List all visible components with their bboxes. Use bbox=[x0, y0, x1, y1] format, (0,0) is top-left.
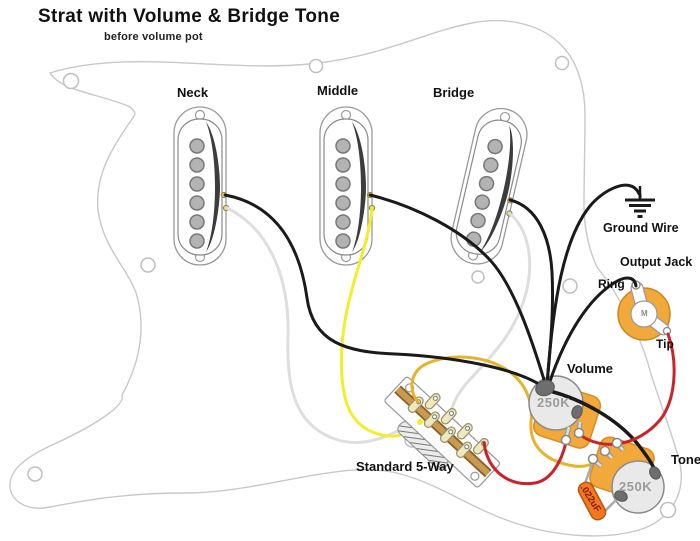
switch-mount-hole bbox=[470, 471, 480, 481]
volume-pot-value: 250K bbox=[537, 395, 571, 410]
volume-to-tip-wire bbox=[577, 332, 676, 446]
capacitor-body bbox=[577, 481, 607, 521]
switch-wafer bbox=[394, 386, 491, 477]
volume-case-lug-blob bbox=[571, 405, 583, 419]
five-way-switch bbox=[384, 376, 500, 488]
output-jack bbox=[617, 280, 672, 341]
jack-center-marking: M bbox=[641, 309, 648, 318]
diagram-title: Strat with Volume & Bridge Tone bbox=[38, 6, 341, 27]
tone-case-solder-blob bbox=[614, 490, 628, 502]
volume-to-tone-ground-wire bbox=[548, 389, 657, 473]
ground-wire-label: Ground Wire bbox=[603, 221, 679, 235]
tone-capacitor bbox=[577, 460, 620, 521]
middle-pole-pieces bbox=[335, 138, 351, 249]
middle-hot-wire-end bbox=[417, 419, 423, 425]
bridge-claw-ground-wire bbox=[545, 183, 642, 387]
middle-pickup-label: Middle bbox=[317, 83, 359, 98]
volume-pot-lugs bbox=[560, 421, 585, 446]
neck-pole-pieces bbox=[189, 138, 205, 249]
middle-hot-wire bbox=[339, 206, 421, 438]
bridge-pickup-label: Bridge bbox=[433, 85, 475, 100]
switch-to-volume-wire bbox=[482, 440, 568, 486]
tone-pot-value: 250K bbox=[619, 479, 653, 494]
diagram-subtitle: before volume pot bbox=[104, 31, 203, 43]
jack-center bbox=[630, 300, 658, 328]
neck-pickup bbox=[173, 106, 230, 266]
middle-ground-wire bbox=[368, 193, 547, 385]
neck-pickup-shadow bbox=[206, 122, 220, 252]
bridge-hot-wire bbox=[449, 211, 532, 414]
volume-ground-solder-blob bbox=[535, 379, 555, 397]
tone-label: Tone bbox=[671, 452, 700, 467]
jack-ring-label: Ring bbox=[598, 277, 625, 291]
jack-ring-wire bbox=[546, 276, 638, 389]
ground-symbol-icon bbox=[625, 186, 655, 218]
neck-pickup-label: Neck bbox=[177, 85, 209, 100]
switch-label: Standard 5-Way bbox=[356, 459, 454, 474]
tone-ground-solder-blob bbox=[649, 466, 661, 480]
bridge-pole-pieces bbox=[465, 138, 503, 247]
middle-pickup-shadow bbox=[352, 122, 366, 252]
bridge-tone-wire bbox=[410, 355, 607, 468]
neck-ground-wire bbox=[223, 193, 544, 388]
bridge-pickup bbox=[450, 107, 528, 265]
output-jack-label: Output Jack bbox=[620, 255, 693, 269]
volume-label: Volume bbox=[567, 361, 613, 376]
jack-tip-label: Tip bbox=[656, 337, 674, 351]
tone-pot-lugs bbox=[587, 437, 625, 468]
bridge-pickup-shadow bbox=[480, 125, 513, 252]
middle-pickup bbox=[319, 106, 376, 266]
